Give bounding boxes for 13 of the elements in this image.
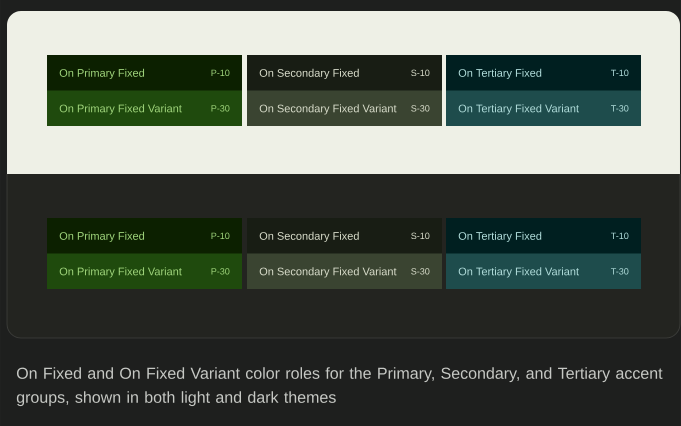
caption: On Fixed and On Fixed Variant color roles for the Primary, Secondary, and Tertiary accent groups, shown in both light and dark themes bbox=[16, 367, 662, 406]
color-tile: On Secondary Fixed S-10 bbox=[247, 218, 442, 254]
color-tile: On Primary Fixed P-10 bbox=[47, 55, 242, 90]
color-tile: On Primary Fixed P-10 bbox=[47, 218, 242, 254]
color-tile: On Secondary Fixed S-10 bbox=[247, 55, 442, 90]
color-tile: On Tertiary Fixed Variant T-30 bbox=[446, 90, 641, 126]
color-tile: On Secondary Fixed Variant S-30 bbox=[247, 254, 442, 289]
color-tile: On Primary Fixed Variant P-30 bbox=[47, 254, 242, 289]
color-tile: On Tertiary Fixed Variant T-30 bbox=[446, 254, 641, 289]
color-tile: On Primary Fixed Variant P-30 bbox=[47, 90, 242, 126]
color-tile: On Tertiary Fixed T-10 bbox=[446, 55, 641, 90]
color-tile: On Secondary Fixed Variant S-30 bbox=[247, 90, 442, 126]
color-tile: On Tertiary Fixed T-10 bbox=[446, 218, 641, 254]
